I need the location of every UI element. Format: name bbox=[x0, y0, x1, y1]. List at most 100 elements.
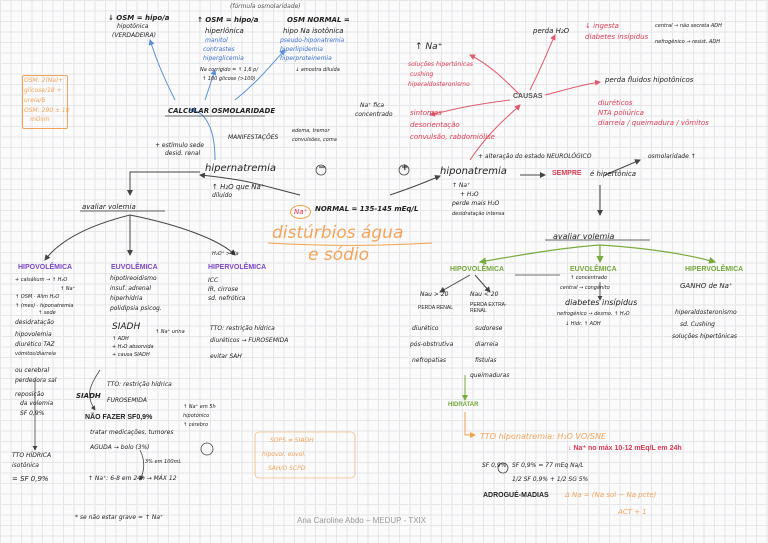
adrogue-formula: Δ Na = (Na sol − Na pcte) bbox=[565, 491, 657, 499]
sodium-gain: ↑ Na⁺ bbox=[415, 42, 443, 52]
sf-mix: 1/2 SF 0,9% + 1/2 SG 5% bbox=[512, 476, 589, 483]
osm-normal-line-1: hipo Na isotônica bbox=[283, 27, 344, 35]
hypo-left-line-2: ↑ Na⁺ bbox=[60, 286, 76, 292]
main-title-line-2: e sódio bbox=[308, 245, 370, 265]
osm-low-line-1: hipotônica bbox=[117, 23, 149, 30]
siadh-acute: AGUDA → bolo (3%) bbox=[90, 444, 150, 451]
euvo-left-line-3: hiperhídria bbox=[110, 295, 143, 302]
hypo-tto-3: = SF 0,9% bbox=[12, 475, 49, 483]
hypo-left-cause-2: diluído bbox=[212, 192, 233, 199]
siadh-label-2: SIADH bbox=[76, 392, 101, 400]
side-note-2: hipotônico bbox=[183, 413, 210, 419]
hypo-left-title: hipernatremia bbox=[205, 163, 277, 174]
euvo-left-line-2: insuf. adrenal bbox=[110, 285, 152, 292]
hypo-left-line-7: hipovolemia bbox=[15, 331, 52, 338]
hypotonic-fluid-loss: perda fluidos hipotônicos bbox=[605, 76, 694, 84]
siadh-target: ↑ Na⁺: 6-8 em 24h → MÁX 12 bbox=[88, 475, 177, 482]
euvo-right-line-3: nefrogênico → desmo. ↑ H₂O bbox=[557, 311, 630, 317]
extra-1: sudorese bbox=[475, 325, 503, 332]
water-loss-label: perda H₂O bbox=[533, 27, 570, 35]
sosp-line-2: hipovol. euvol. bbox=[262, 451, 306, 458]
osm-high-formula-2: ↑ 100 glicose (>100) bbox=[202, 76, 256, 82]
hypo-left-line-4: ↑ (mes) · hiponatremia bbox=[15, 303, 74, 309]
symptoms-label: sintomas bbox=[410, 109, 442, 117]
extra-2: diarreia bbox=[475, 341, 499, 348]
osm-low-line-2: (VERDADEIRA) bbox=[112, 32, 156, 39]
cushing: cushing bbox=[410, 71, 434, 78]
avaliar-volemia-right: avaliar volemia bbox=[553, 232, 615, 241]
urine-na-low: Nau < 20 bbox=[470, 291, 499, 298]
diabetes-insipidus: diabetes insípidus bbox=[585, 33, 649, 41]
extra-3: fístulas bbox=[475, 357, 497, 364]
trigger-note-2: desid. renal bbox=[165, 150, 201, 157]
author-footer: Ana Caroline Abdo – MEDUP - TXIX bbox=[297, 516, 427, 525]
hyper-left-tto: TTO: restrição hídrica bbox=[210, 325, 275, 332]
central-di: central → não secreta ADH bbox=[655, 23, 722, 29]
hypo-left-line-11: perdedora sal bbox=[15, 377, 57, 384]
hypo-left-cause: ↑ H₂O que Na⁺ bbox=[212, 183, 265, 191]
osm-normal-bullet-2: hiperlipidemia bbox=[280, 46, 323, 53]
osm-high-heading: ↑ OSM = hipo/a bbox=[197, 16, 259, 24]
hyper-right-1: hiperaldosteronismo bbox=[675, 309, 737, 316]
hypo-left-line-10: ou cerebral bbox=[15, 367, 50, 374]
euvo-left-line-1: hipotireoidismo bbox=[110, 275, 157, 282]
treatment-limit: ↓ Na⁺ no máx 10-12 mEq/L em 24h bbox=[568, 445, 682, 452]
hypertonic-solutions: soluções hipertônicas bbox=[408, 61, 473, 68]
renal-2: pós-obstrutiva bbox=[410, 341, 454, 348]
hyper-sub-2: + H₂O bbox=[460, 191, 479, 198]
hyper-sub-3: perde mais H₂O bbox=[452, 200, 500, 207]
hypertonic-label: é hipertônica bbox=[590, 170, 637, 178]
osm-high-bullet-1: manitol bbox=[205, 37, 228, 44]
diarrhea-burn-vomit: diarreia / queimadura / vômitos bbox=[598, 119, 709, 127]
hypo-left-line-6: desidratação bbox=[15, 319, 54, 326]
manifestations-label: MANIFESTAÇÕES bbox=[228, 134, 279, 141]
main-title-line-1: distúrbios água bbox=[272, 223, 404, 243]
sosp-line-3: SAH/O SCPD bbox=[268, 465, 306, 472]
siadh-line-1: ↑ ADH bbox=[112, 336, 129, 342]
hyper-right-gain: GANHO de Na⁺ bbox=[680, 282, 733, 290]
hyperaldosteronism: hiperaldosteronismo bbox=[408, 81, 470, 88]
adrogue-formula-denominator: ACT + 1 bbox=[618, 508, 647, 516]
hypo-left-line-1: + calsálium → ↑ H₂O bbox=[15, 277, 68, 283]
euvolemic-left: EUVOLÊMICA bbox=[111, 264, 158, 271]
hypo-tto-1: TTO HÍDRICA bbox=[12, 452, 52, 459]
euvo-right-line-2: central → congênito bbox=[560, 285, 610, 291]
euvo-right-line-1: ↑ concentrado bbox=[570, 275, 608, 281]
sodium-badge: Na⁺ bbox=[290, 205, 312, 220]
osm-normal-bullet-1: pseudo-hiponatremia bbox=[280, 37, 345, 44]
hyper-left-ratio: H₂O⁺ > Na bbox=[212, 251, 239, 257]
osm-normal-heading: OSM NORMAL = bbox=[287, 16, 350, 24]
formula-line-3: ureia/6 bbox=[24, 97, 46, 104]
always-label: SEMPRE bbox=[552, 170, 582, 177]
side-note-1: ↑ Na⁺ em 5h bbox=[183, 404, 216, 410]
euvo-left-line-4: polidipsia psicog. bbox=[110, 305, 162, 312]
hypervolemic-right: HIPERVOLÊMICA bbox=[685, 266, 744, 273]
neuro-note: + alteração do estado NEUROLÓGICO bbox=[478, 153, 592, 160]
diabetes-insipidus-right: diabetes insípidus bbox=[565, 298, 638, 307]
hyper-left-tto-3: evitar SAH bbox=[210, 353, 242, 360]
siadh-urine: ↑ Na⁺ urina bbox=[155, 329, 185, 335]
symptom-2: convulsão, rabdomiólise bbox=[410, 133, 495, 141]
sodium-concentrated-1: Na⁺ fica bbox=[360, 102, 385, 109]
sf-label: SF 0,9% bbox=[482, 462, 507, 469]
hypo-left-line-13: da volemia bbox=[20, 400, 54, 407]
osm-low-heading: ↓ OSM = hipo/a bbox=[108, 14, 170, 22]
renal-1: diurético bbox=[412, 325, 439, 332]
renal-3: nefropatias bbox=[412, 357, 447, 364]
treatment-hyponatremia: TTO hiponatremia: H₂O VO/SNE bbox=[480, 432, 606, 441]
hydrate-label: HIDRATAR bbox=[448, 402, 479, 408]
bottom-note: * se não estar grave = ↑ Na⁺ bbox=[75, 514, 164, 521]
hyper-right-3: soluções hipertônicas bbox=[672, 333, 737, 340]
sf-content: SF 0,9% = 77 mEq Na/L bbox=[512, 462, 584, 469]
dont-use-sf: NÃO FAZER SF0,9% bbox=[85, 414, 153, 421]
hypo-left-line-12: reposição bbox=[15, 391, 45, 398]
euvolemic-right: EUVOLÊMICA bbox=[570, 266, 617, 273]
polyuric-atn: NTA poliúrica bbox=[598, 109, 644, 117]
hypo-left-line-9: vômitos/diarreia bbox=[15, 351, 56, 357]
diuretics: diuréticos bbox=[598, 99, 633, 107]
avaliar-volemia-left: avaliar volemia bbox=[82, 203, 136, 211]
low-intake: ↓ ingesta bbox=[585, 22, 619, 30]
renal-loss: PERDA RENAL bbox=[418, 305, 454, 311]
trigger-note: + estímulo sede bbox=[155, 142, 204, 149]
